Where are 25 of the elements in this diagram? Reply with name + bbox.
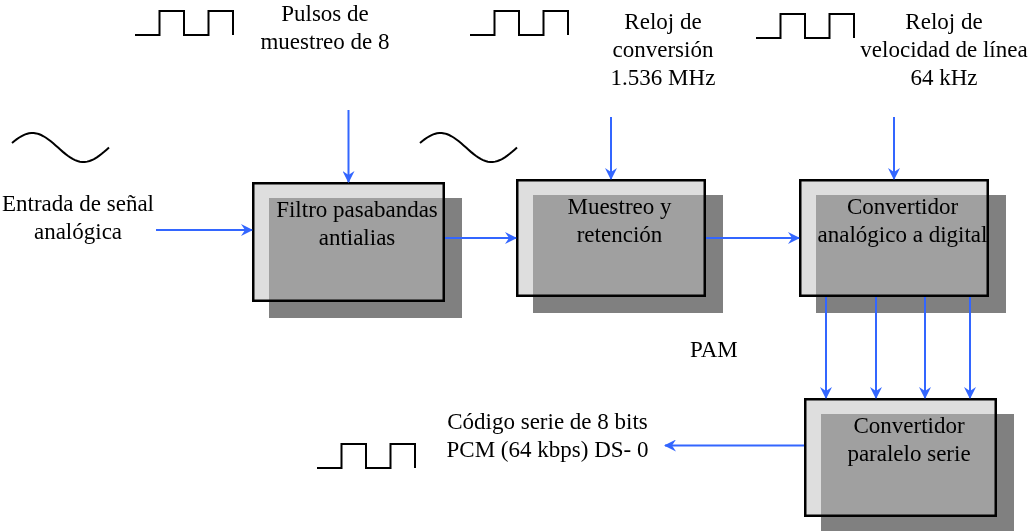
arrow bbox=[155, 224, 253, 236]
process-box bbox=[516, 179, 706, 297]
arrow bbox=[664, 439, 805, 452]
arrow bbox=[870, 296, 882, 399]
node-text: Reloj de conversión 1.536 MHz bbox=[609, 8, 717, 92]
process-box bbox=[799, 179, 989, 297]
box-label: Muestreo y retención bbox=[566, 193, 673, 249]
box-label: Filtro pasabandas antialias bbox=[275, 196, 439, 252]
node-text: Entrada de señal analógica bbox=[1, 190, 155, 246]
arrow bbox=[820, 296, 832, 399]
process-box bbox=[804, 398, 997, 517]
node-text: Pulsos de muestreo de 8 bbox=[259, 0, 391, 56]
arrow bbox=[605, 116, 617, 180]
arrow bbox=[888, 116, 900, 180]
arrow bbox=[919, 296, 931, 399]
signal-label: PAM bbox=[690, 337, 738, 363]
box-label: Convertidor analógico a digital bbox=[816, 193, 989, 249]
box-label: Convertidor paralelo serie bbox=[846, 412, 972, 468]
arrow bbox=[444, 232, 517, 244]
node-text: Código serie de 8 bits PCM (64 kbps) DS- 0 bbox=[445, 408, 650, 464]
node-text: Reloj de velocidad de línea 64 kHz bbox=[859, 8, 1029, 92]
arrow bbox=[705, 232, 800, 244]
arrow bbox=[964, 296, 976, 399]
arrow bbox=[342, 109, 355, 183]
process-box bbox=[252, 182, 445, 302]
